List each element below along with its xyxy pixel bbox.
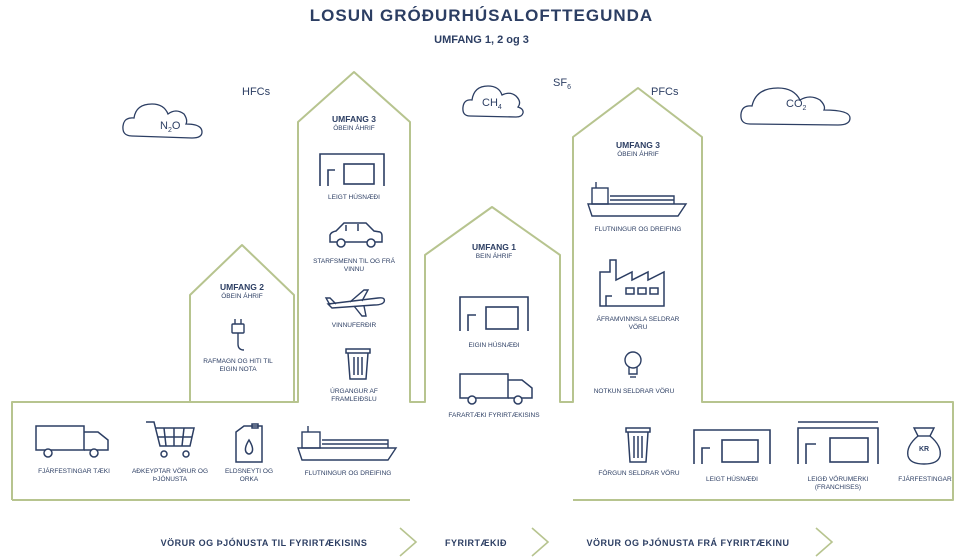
gas-ch4: CH4: [482, 97, 502, 112]
money-bag-label: KR: [918, 446, 930, 453]
scope3-right-heading: UMFANG 3 ÓBEIN ÁHRIF: [616, 140, 660, 158]
label-end-of-life: FÖRGUN SELDRAR VÖRU: [598, 470, 680, 477]
arrow-upstream: VÖRUR OG ÞJÓNUSTA TIL FYRIRTÆKISINS: [160, 538, 368, 548]
label-own-building: EIGIN HÚSNÆÐI: [468, 342, 520, 349]
gas-hfcs: HFCs: [242, 86, 271, 98]
arrow-downstream: VÖRUR OG ÞJÓNUSTA FRÁ FYRIRTÆKINU: [586, 538, 790, 548]
label-investments: FJÁRFESTINGAR: [898, 476, 952, 483]
factory-icon: [599, 259, 665, 307]
cart-icon: [146, 421, 195, 458]
trash-icon: [345, 348, 371, 380]
franchise-building-icon: [797, 421, 879, 464]
scope1-heading: UMFANG 1 BEIN ÁHRIF: [472, 242, 516, 260]
ship-icon: [587, 182, 688, 217]
chevron-right-icon: [815, 527, 834, 557]
page-subtitle: UMFANG 1, 2 og 3: [434, 34, 529, 46]
chevron-right-icon: [399, 527, 418, 557]
trash-icon: [625, 427, 651, 463]
building-icon: [693, 429, 771, 464]
outline-path: [11, 71, 954, 501]
label-capital-goods: FJÁRFESTINGAR TÆKI: [38, 468, 110, 475]
label-leased-assets-downstream: LEIGT HÚSNÆÐI: [706, 476, 758, 483]
chevron-right-icon: [531, 527, 550, 557]
cloud-icon: [462, 85, 524, 118]
car-icon: [329, 222, 383, 248]
gas-co2: CO2: [786, 98, 807, 113]
building-icon: [459, 296, 529, 331]
airplane-icon: [324, 289, 386, 317]
gas-pfcs: PFCs: [651, 86, 679, 98]
label-commuting: STARFSMENN TIL OG FRÁ VINNU: [313, 258, 395, 273]
label-purchased-goods: AÐKEYPTAR VÖRUR OG ÞJÓNUSTA: [131, 468, 209, 483]
label-electricity: RAFMAGN OG HITI TIL EIGIN NOTA: [203, 358, 273, 373]
arrow-company: FYRIRTÆKIÐ: [445, 538, 507, 548]
label-processing-sold: ÁFRAMVINNSLA SELDRAR VÖRU: [596, 316, 680, 331]
ship-icon: [297, 426, 398, 461]
fuel-canister-icon: [235, 423, 263, 463]
truck-icon: [35, 425, 109, 458]
label-franchises: LEIGÐ VÖRUMERKI (FRANCHISES): [807, 476, 869, 491]
label-fuel-energy: ELDSNEYTI OG ORKA: [224, 468, 274, 483]
cloud-icon: [740, 87, 851, 126]
label-company-vehicles: FARARTÆKI FYRIRTÆKISINS: [448, 412, 540, 419]
plug-icon: [231, 319, 245, 351]
label-use-sold: NOTKUN SELDRAR VÖRU: [593, 388, 675, 395]
money-bag-icon: [907, 427, 941, 465]
label-transport-distribution-left: FLUTNINGUR OG DREIFING: [304, 470, 392, 477]
label-business-travel: VINNUFERÐIR: [331, 322, 377, 329]
page-title: LOSUN GRÓÐURHÚSALOFTTEGUNDA: [309, 6, 654, 25]
cloud-icon: [122, 103, 203, 139]
label-leased-building: LEIGT HÚSNÆÐI: [328, 194, 380, 201]
building-icon: [319, 153, 385, 186]
gas-sf6: SF6: [553, 77, 571, 92]
label-transport-distribution-right: FLUTNINGUR OG DREIFING: [594, 226, 682, 233]
label-production-waste: ÚRGANGUR AF FRAMLEIÐSLU: [330, 388, 378, 403]
scope3-left-heading: UMFANG 3 ÓBEIN ÁHRIF: [332, 114, 376, 132]
truck-icon: [459, 373, 533, 405]
gas-n2o: N2O: [160, 120, 181, 135]
flow-arrows: [399, 527, 834, 557]
lightbulb-icon: [624, 351, 642, 378]
scope2-heading: UMFANG 2 ÓBEIN ÁHRIF: [220, 282, 264, 300]
